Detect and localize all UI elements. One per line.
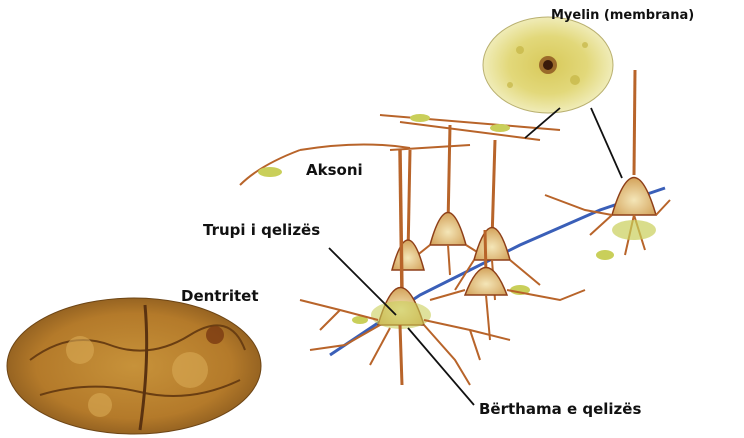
aksoni-label: Aksoni bbox=[306, 163, 363, 178]
neuron-upper-3 bbox=[392, 150, 424, 270]
trupi-label: Trupi i qelizës bbox=[203, 223, 320, 238]
myelin-bits bbox=[258, 114, 614, 324]
neuron-center bbox=[430, 230, 585, 340]
tissue-micrograph bbox=[7, 298, 261, 434]
dentritet-label: Dentritet bbox=[181, 289, 259, 304]
myelin-label: Myelin (membrana) bbox=[551, 9, 694, 22]
myelin-micrograph bbox=[483, 17, 613, 113]
berthama-label: Bërthama e qelizës bbox=[479, 402, 641, 417]
